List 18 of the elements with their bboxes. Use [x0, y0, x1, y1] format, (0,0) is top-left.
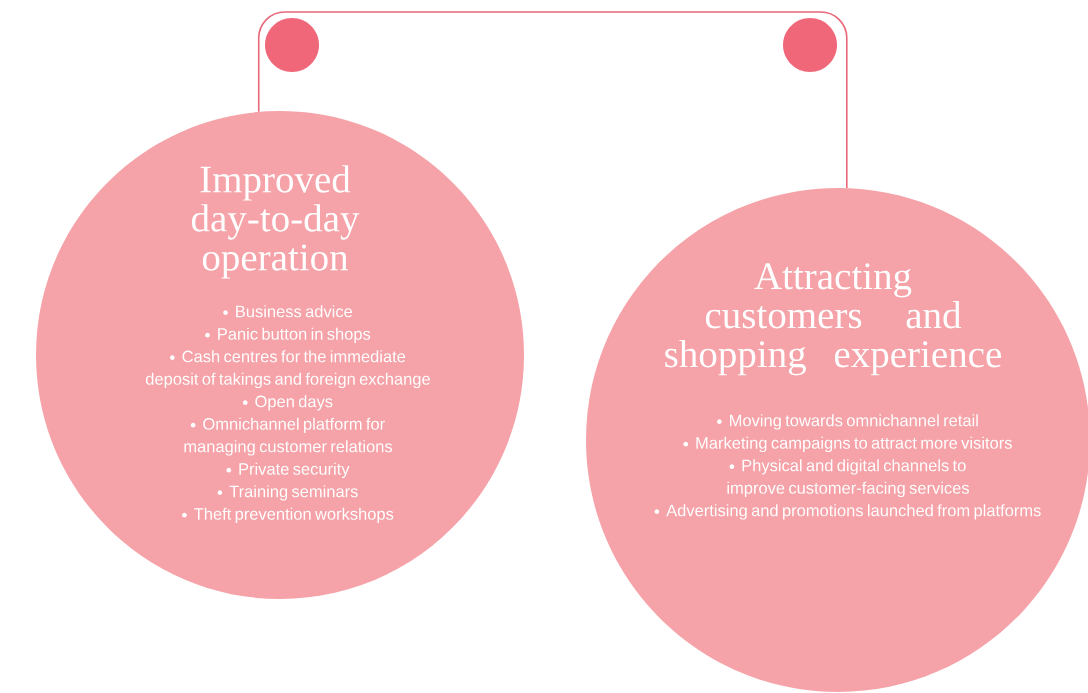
bullet-item: Cash centres for the immediate deposit of takings and foreign exchange — [145, 350, 430, 389]
bullet-item: Panic button in shops — [205, 327, 371, 344]
connector-line — [257, 11, 848, 189]
bullet-item: Theft prevention workshops — [182, 507, 394, 524]
bullet-item: Moving towards omnichannel retail — [717, 414, 978, 430]
bullet-item: Marketing campaigns to attract more visitors — [683, 436, 1012, 453]
bullet-item: Private security — [226, 462, 350, 479]
dot-circle — [265, 18, 319, 72]
bullet-item: Business advice — [223, 305, 353, 318]
bullet-item: Physical and digital channels to improve customer-facing services — [727, 459, 969, 498]
circle-heading: Improved day-to-day operation — [191, 165, 360, 279]
bullet-item: Omnichannel platform for managing customer relations — [184, 417, 393, 456]
bullet-item: Training seminars — [217, 485, 358, 501]
bullet-item: Open days — [242, 395, 333, 411]
dot-circle — [783, 18, 837, 72]
bullet-item: Advertising and promotions launched from platforms — [654, 504, 1041, 520]
circle-node — [36, 111, 524, 599]
circle-heading: Attracting customers and shopping experience — [665, 263, 1001, 376]
